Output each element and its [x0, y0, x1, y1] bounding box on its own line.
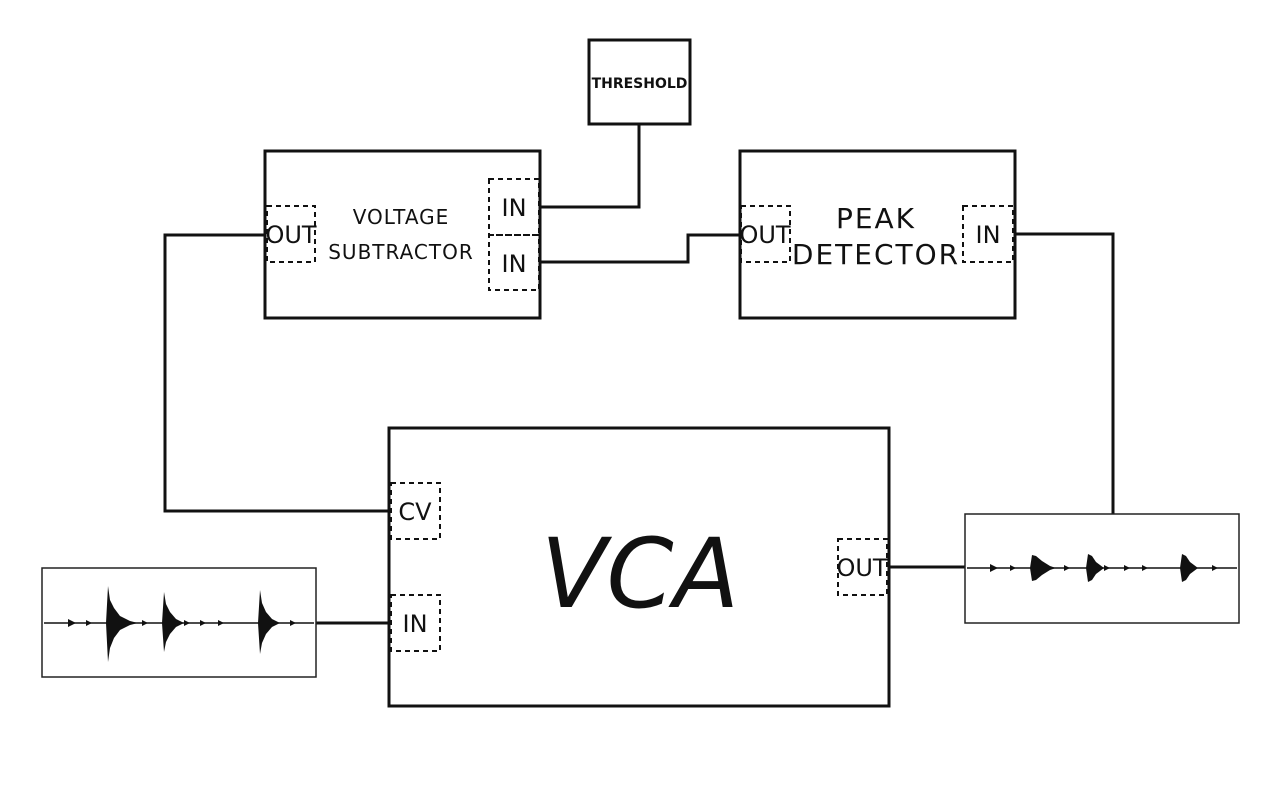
- peak-out-port: [740, 205, 791, 263]
- wire-threshold-to-subtractor-in: [540, 124, 641, 209]
- subtractor-title-line2: SUBTRACTOR: [328, 240, 474, 264]
- subtractor-title-line1: VOLTAGE: [353, 205, 450, 229]
- subtractor-out-port: [266, 205, 316, 263]
- wires: [163, 124, 1115, 625]
- peak-detector-block: OUT IN PEAK DETECTOR: [738, 149, 1017, 320]
- subtractor-in-label-top: IN: [501, 194, 526, 222]
- subtractor-in-port-top: [488, 178, 540, 236]
- audio-waveform-icon: [44, 586, 314, 662]
- subtractor-in-port-bottom: [488, 234, 540, 291]
- vca-title: VCA: [541, 518, 739, 630]
- input-waveform-panel: [41, 567, 317, 678]
- vca-out-port: [837, 538, 888, 596]
- wire-subtractor-out-to-vca-cv: [163, 233, 390, 513]
- output-waveform-panel: [964, 513, 1240, 624]
- peak-in-port: [962, 205, 1014, 263]
- peak-title-line1: PEAK: [836, 202, 916, 235]
- vca-in-label: IN: [402, 610, 427, 638]
- subtractor-out-label: OUT: [265, 221, 316, 249]
- vca-cv-label: CV: [398, 498, 432, 526]
- peak-out-label: OUT: [739, 221, 790, 249]
- vca-out-label: OUT: [836, 554, 887, 582]
- voltage-subtractor-block: OUT IN IN VOLTAGE SUBTRACTOR: [263, 149, 542, 320]
- wire-peak-out-to-subtractor-in: [540, 233, 740, 264]
- threshold-label: THRESHOLD: [592, 76, 688, 92]
- wire-output-to-peak-in: [1015, 232, 1115, 514]
- vca-cv-port: [390, 482, 441, 540]
- peak-in-label: IN: [975, 221, 1000, 249]
- subtractor-in-label-bottom: IN: [501, 250, 526, 278]
- vca-in-port: [390, 594, 441, 652]
- threshold-block: THRESHOLD: [587, 38, 692, 126]
- peak-title-line2: DETECTOR: [792, 238, 960, 271]
- audio-waveform-icon: [967, 554, 1237, 582]
- vca-block: CV IN OUT VCA: [387, 426, 891, 708]
